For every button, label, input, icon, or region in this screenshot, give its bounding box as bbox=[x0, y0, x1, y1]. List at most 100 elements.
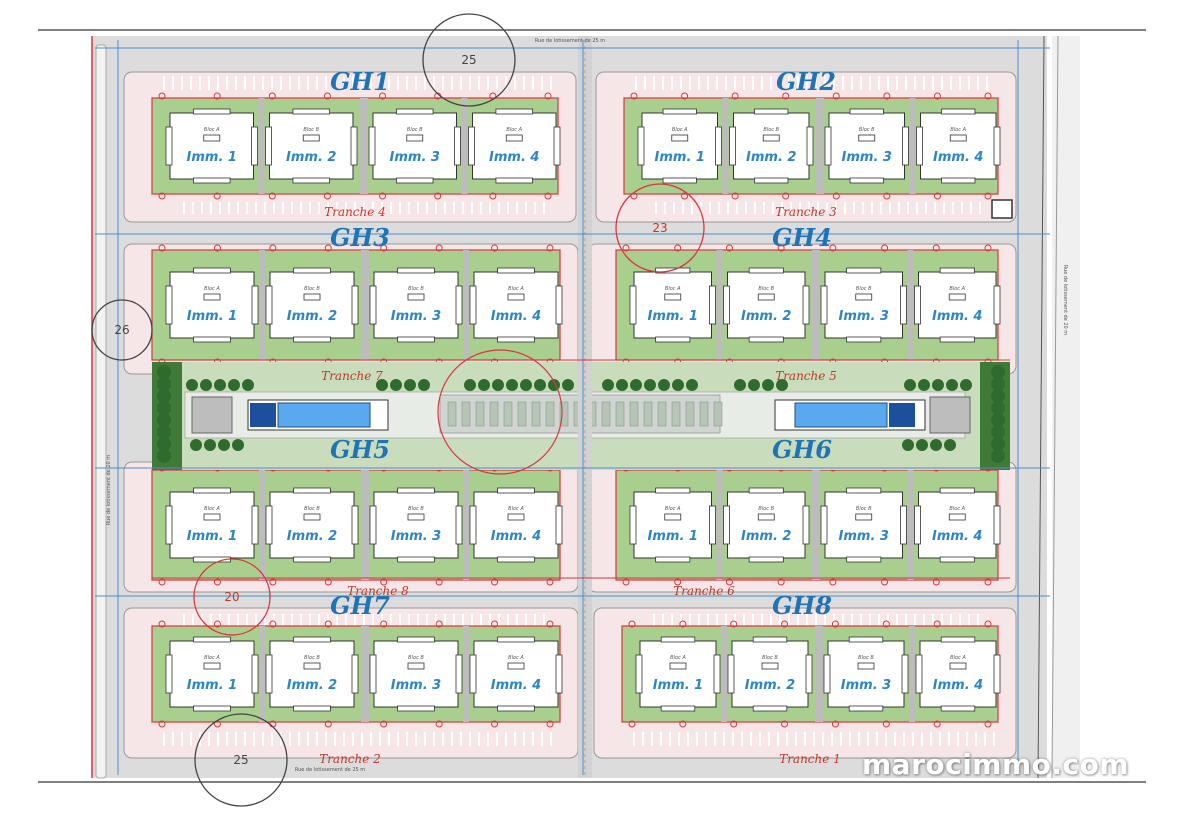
building-footprint bbox=[373, 271, 459, 339]
circle-marker bbox=[193, 558, 271, 636]
balcony-top bbox=[748, 487, 784, 494]
service-strip bbox=[258, 98, 265, 194]
marker bbox=[933, 720, 941, 728]
balcony-top bbox=[846, 267, 882, 274]
building-wing-left bbox=[165, 126, 173, 166]
side-street bbox=[1052, 36, 1080, 778]
stair-core bbox=[203, 513, 221, 521]
building-wing-right bbox=[802, 285, 810, 325]
tranche-label: Tranche 1 bbox=[779, 752, 841, 766]
tree bbox=[520, 379, 532, 391]
service-strip bbox=[722, 98, 729, 194]
tree bbox=[157, 437, 171, 451]
street-label: Rue de lotissement de 20 m bbox=[1062, 265, 1068, 335]
marker bbox=[831, 720, 839, 728]
building-wing-left bbox=[469, 285, 477, 325]
balcony-bottom bbox=[846, 336, 882, 343]
building-wing-right bbox=[802, 505, 810, 545]
building-wing-right bbox=[454, 126, 461, 166]
balcony-top bbox=[846, 487, 882, 494]
building-label: Imm. 2 bbox=[287, 309, 337, 324]
building-label: Imm. 4 bbox=[932, 529, 982, 544]
tree bbox=[492, 379, 504, 391]
building-footprint bbox=[269, 112, 354, 180]
building-wing-right bbox=[993, 654, 1001, 694]
building-wing-left bbox=[265, 654, 273, 694]
marker bbox=[832, 92, 840, 100]
marker bbox=[622, 578, 630, 586]
side-street-edge bbox=[1051, 35, 1059, 779]
tranche-label: Tranche 3 bbox=[775, 205, 837, 219]
marker bbox=[932, 244, 940, 252]
tree bbox=[930, 439, 942, 451]
balcony-bottom bbox=[497, 336, 535, 343]
tree bbox=[418, 379, 430, 391]
building-wing-left bbox=[629, 285, 637, 325]
balcony-bottom bbox=[293, 556, 331, 563]
stair-core bbox=[671, 134, 689, 142]
building-wing-left bbox=[468, 126, 475, 166]
site-boundary-right bbox=[1037, 35, 1045, 779]
service-strip bbox=[361, 470, 369, 580]
marker bbox=[546, 620, 554, 628]
circle-marker bbox=[615, 183, 705, 273]
balcony-bottom bbox=[941, 177, 976, 184]
stair-core bbox=[203, 293, 221, 301]
balcony-bottom bbox=[397, 556, 435, 563]
building-wing-left bbox=[723, 505, 730, 545]
building-label: Imm. 3 bbox=[391, 529, 441, 544]
tree bbox=[157, 425, 171, 439]
bloc-label: Bloc B bbox=[856, 506, 872, 512]
building-wing-left bbox=[916, 126, 923, 166]
marker bbox=[435, 578, 443, 586]
building-label: Imm. 3 bbox=[391, 309, 441, 324]
tree bbox=[242, 379, 254, 391]
balcony-top bbox=[941, 108, 976, 115]
tree bbox=[644, 379, 656, 391]
tree bbox=[630, 379, 642, 391]
pool-house-right bbox=[929, 396, 971, 434]
feature-tile bbox=[517, 401, 527, 427]
tree bbox=[932, 379, 944, 391]
building-wing-left bbox=[823, 654, 831, 694]
tree bbox=[190, 439, 202, 451]
marker bbox=[213, 578, 221, 586]
feature-tile bbox=[671, 401, 681, 427]
building-footprint bbox=[733, 112, 810, 180]
stair-core bbox=[303, 513, 321, 521]
balcony-bottom bbox=[848, 705, 884, 712]
tree bbox=[916, 439, 928, 451]
marker bbox=[213, 92, 221, 100]
building-footprint bbox=[824, 271, 903, 339]
service-strip bbox=[259, 250, 265, 360]
stair-core bbox=[302, 134, 320, 142]
feature-tile bbox=[629, 401, 639, 427]
marker bbox=[622, 244, 630, 252]
balcony-bottom bbox=[497, 556, 535, 563]
building-wing-right bbox=[715, 126, 722, 166]
balcony-top bbox=[848, 636, 884, 643]
tree bbox=[478, 379, 490, 391]
building-wing-left bbox=[165, 505, 173, 545]
feature-tile bbox=[475, 401, 485, 427]
tree bbox=[186, 379, 198, 391]
building-footprint bbox=[473, 491, 559, 559]
tranche-label: Tranche 6 bbox=[673, 584, 735, 598]
service-strip bbox=[812, 250, 820, 360]
group-label: GH3 bbox=[330, 223, 390, 252]
balcony-bottom bbox=[940, 705, 976, 712]
stair-core bbox=[855, 513, 873, 521]
marker bbox=[491, 720, 499, 728]
building-label: Imm. 4 bbox=[489, 150, 539, 165]
tree bbox=[904, 379, 916, 391]
marker bbox=[158, 192, 166, 200]
